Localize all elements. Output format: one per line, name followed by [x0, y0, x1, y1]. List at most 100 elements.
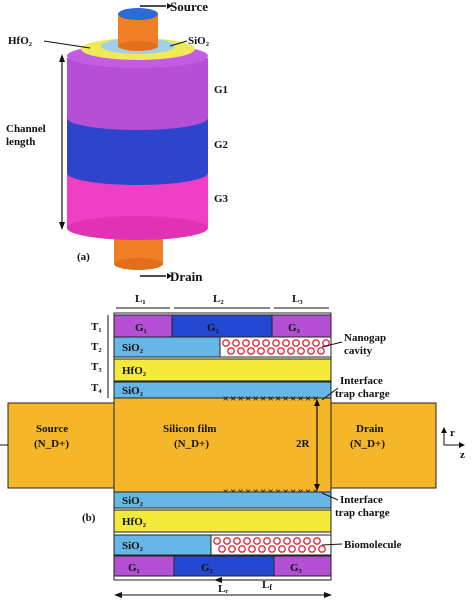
interface-bottom-leader: [321, 492, 339, 501]
biomolecule: [257, 347, 265, 355]
gate-label-g1: G1: [214, 84, 228, 96]
bottom-sio2-label: SiO₂: [122, 540, 144, 552]
biomolecule: [262, 339, 270, 347]
r-axis-arrow: [441, 427, 447, 433]
top-gate-g3: [271, 314, 332, 338]
top-biomolecules: [222, 339, 330, 355]
source-label-b-2: (N_D+): [34, 438, 69, 450]
lr-arrow-right: [324, 592, 332, 598]
panel-b: G₁ G₂ G₃ SiO₂ HfO₂ SiO₂ Source (N_D+) Si…: [0, 293, 465, 598]
top-sio2-label: SiO₂: [122, 342, 144, 354]
bottom-interface-sio2-label: SiO₂: [122, 495, 144, 507]
biomolecule-label: Biomolecule: [344, 539, 402, 551]
biomolecule: [222, 339, 230, 347]
biomolecule: [298, 545, 306, 553]
biomolecule: [272, 339, 280, 347]
drain-label-b-1: Drain: [356, 423, 384, 435]
trap-charges-top: ×××××××××××××: [223, 393, 319, 405]
top-gate-g3-label: G₃: [288, 322, 301, 334]
hfo2-label-a: HfO₂: [8, 35, 33, 47]
top-hfo2: [113, 358, 332, 382]
t3-label: T₃: [91, 361, 102, 373]
biomolecule: [232, 339, 240, 347]
panel-b-label: (b): [82, 512, 96, 524]
bottom-biomolecules: [213, 537, 326, 553]
panel-a-label: (a): [77, 251, 90, 263]
trap-charge-mark: ×: [245, 393, 251, 405]
l1-label: L₁: [135, 293, 146, 305]
gate-g1-bottom: [67, 106, 208, 130]
biomolecule: [307, 347, 315, 355]
drain-label-a: Drain: [170, 269, 203, 284]
biomolecule: [287, 347, 295, 355]
bottom-gate-g1-label: G₁: [128, 562, 140, 574]
biomolecule: [213, 537, 221, 545]
source-label-b-1: Source: [36, 423, 68, 435]
channel-length-arrow-bottom: [59, 222, 65, 230]
radius-arrow-top: [314, 399, 320, 406]
trap-charge-mark: ×: [238, 393, 244, 405]
channel-label-line1: Channel: [6, 123, 46, 135]
top-gate-g1-label: G₁: [135, 322, 147, 334]
nanogap-label-1: Nanogap: [344, 332, 386, 344]
interface-bottom-label-2: trap charge: [335, 507, 390, 519]
biomolecule: [238, 545, 246, 553]
bottom-gate-g1: [113, 555, 175, 577]
biomolecule: [282, 339, 290, 347]
channel-length-arrow-top: [59, 54, 65, 62]
top-interface-sio2-label: SiO₂: [122, 385, 144, 397]
biomolecule: [278, 545, 286, 553]
biomolecule: [317, 347, 325, 355]
biomolecule: [243, 537, 251, 545]
drain-pin-bottom: [114, 258, 163, 270]
axis-r-label: r: [450, 427, 455, 439]
biomolecule: [218, 545, 226, 553]
biomolecule: [267, 347, 275, 355]
radius-arrow-bottom: [314, 484, 320, 491]
panel-a: Source HfO₂ SiO₂ G1 G2 G3 Channel length…: [6, 0, 229, 284]
drain-label-b-2: (N_D+): [350, 438, 385, 450]
t1-label: T₁: [91, 321, 102, 333]
biomolecule-leader: [321, 543, 343, 546]
biomolecule: [227, 347, 235, 355]
bottom-hfo2: [113, 509, 332, 533]
trap-charge-mark: ×: [283, 393, 289, 405]
biomolecule: [242, 339, 250, 347]
silicon-label-2: (N_D+): [174, 438, 209, 450]
top-hfo2-label: HfO₂: [122, 365, 147, 377]
biomolecule: [308, 545, 316, 553]
gate-g2-bottom: [67, 161, 208, 185]
biomolecule: [312, 339, 320, 347]
nanogap-label-2: cavity: [344, 345, 373, 357]
biomolecule: [258, 545, 266, 553]
interface-top-label-1: Interface: [340, 375, 383, 387]
nanogap-leader: [321, 341, 343, 348]
source-region: [7, 402, 115, 489]
biomolecule: [293, 537, 301, 545]
biomolecule: [263, 537, 271, 545]
gate-label-g3: G3: [214, 193, 229, 205]
trap-charge-mark: ×: [230, 393, 236, 405]
sio2-label-a: SiO₂: [188, 35, 210, 47]
biomolecule: [253, 537, 261, 545]
biomolecule: [248, 545, 256, 553]
gate-g3-bottom: [67, 216, 208, 240]
trap-charge-mark: ×: [290, 393, 296, 405]
trap-charge-mark: ×: [268, 393, 274, 405]
biomolecule: [303, 537, 311, 545]
biomolecule: [233, 537, 241, 545]
trap-charge-mark: ×: [275, 393, 281, 405]
bottom-gate-g2-label: G₂: [201, 562, 214, 574]
biomolecule: [292, 339, 300, 347]
biomolecule: [283, 537, 291, 545]
biomolecule: [288, 545, 296, 553]
biomolecule: [223, 537, 231, 545]
lf-arrow: [214, 577, 222, 583]
l3-label: L₃: [292, 293, 303, 305]
biomolecule: [318, 545, 326, 553]
trap-charge-mark: ×: [313, 393, 319, 405]
gate-label-g2: G2: [214, 139, 229, 151]
silicon-film: [113, 397, 332, 493]
lr-arrow-left: [114, 592, 122, 598]
